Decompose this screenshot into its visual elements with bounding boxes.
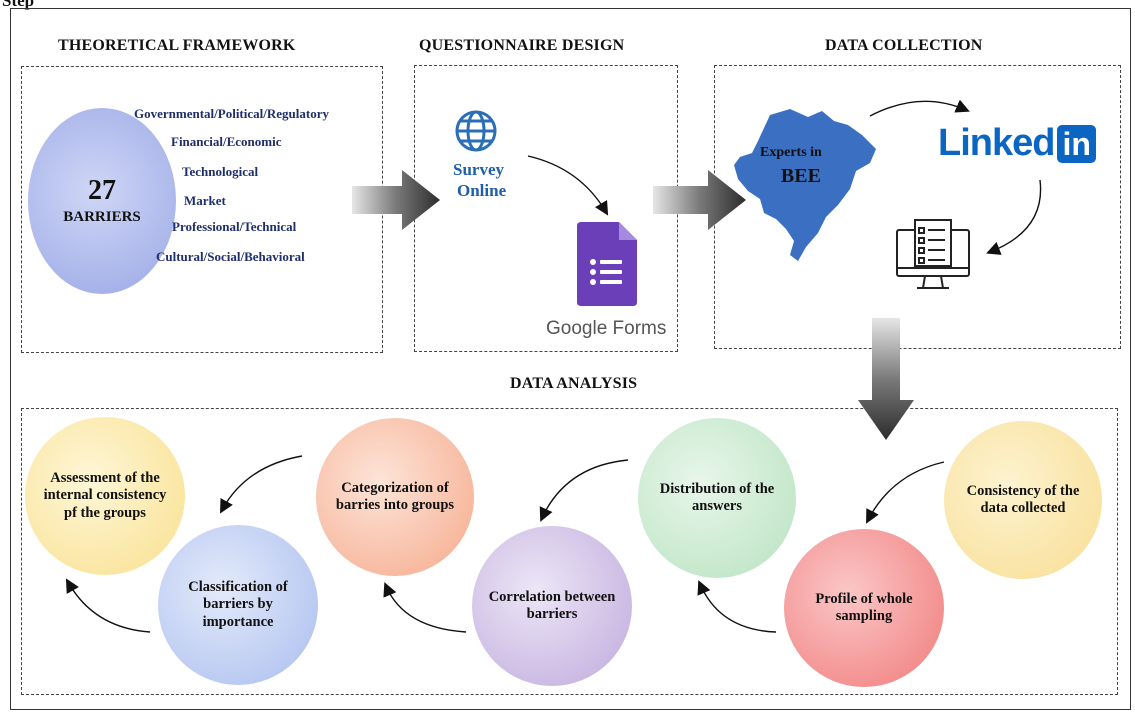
curve-arrow-a6 <box>65 578 151 633</box>
analysis-step-assessment: Assessment of the internal consistency p… <box>25 417 185 575</box>
analysis-step-consistency-label: Consistency of the data collected <box>966 482 1080 516</box>
analysis-step-profile-label: Profile of whole sampling <box>815 590 913 624</box>
category-financial: Financial/Economic <box>171 134 282 149</box>
analysis-step-classification-label: Classification of barriers by importance <box>188 578 288 630</box>
barriers-label: BARRIERS <box>63 209 141 226</box>
category-professional: Professional/Technical <box>172 219 297 234</box>
analysis-step-categorization-label: Categorization of barries into groups <box>335 479 455 513</box>
analysis-step-classification: Classification of barriers by importance <box>158 525 318 685</box>
linkedin-word: Linked <box>938 122 1055 164</box>
curve-arrow-a4 <box>383 582 467 633</box>
curve-arrow-linkedin-computer <box>986 179 1042 255</box>
curve-arrow-a1 <box>866 461 945 524</box>
survey-line-2: Online <box>457 181 507 201</box>
curve-arrow-a3 <box>539 459 629 522</box>
analysis-step-correlation: Correlation between barriers <box>472 526 632 686</box>
analysis-step-correlation-label: Correlation between barriers <box>488 588 616 622</box>
category-technological: Technological <box>182 164 259 179</box>
curve-arrow-a5 <box>219 455 303 514</box>
experts-label: Experts in BEE <box>760 145 822 188</box>
block-arrow-1 <box>352 170 440 230</box>
analysis-step-profile: Profile of whole sampling <box>784 529 944 687</box>
linkedin-logo: Linked in <box>938 122 1096 165</box>
analysis-step-distribution: Distribution of the answers <box>638 418 796 578</box>
survey-online-label: Survey Online <box>453 159 506 202</box>
linkedin-badge: in <box>1057 124 1096 163</box>
block-arrow-2 <box>653 170 746 230</box>
brazil-map-icon <box>734 109 876 261</box>
google-forms-label: Google Forms <box>546 318 667 339</box>
analysis-step-categorization: Categorization of barries into groups <box>316 418 474 576</box>
title-data-collection: DATA COLLECTION <box>825 37 983 54</box>
step-label-partial: Step <box>2 0 35 10</box>
category-market: Market <box>184 193 226 208</box>
title-data-analysis: DATA ANALYSIS <box>510 375 638 392</box>
experts-line-2: BEE <box>780 165 821 187</box>
barriers-count: 27 <box>88 174 116 206</box>
category-cultural: Cultural/Social/Behavioral <box>156 249 305 264</box>
block-arrow-3 <box>858 318 914 440</box>
curve-arrow-map-linkedin <box>869 99 970 117</box>
diagram-frame <box>10 8 1131 710</box>
survey-line-1: Survey <box>453 160 504 179</box>
computer-form-icon <box>896 219 970 289</box>
curve-arrow-survey-forms <box>527 155 609 216</box>
title-theoretical-framework: THEORETICAL FRAMEWORK <box>58 37 296 54</box>
box-data-analysis <box>21 408 1118 695</box>
category-governmental: Governmental/Political/Regulatory <box>134 106 329 121</box>
barriers-circle: 27 BARRIERS <box>28 108 176 294</box>
title-questionnaire-design: QUESTIONNAIRE DESIGN <box>419 37 625 54</box>
experts-line-1: Experts in <box>760 145 822 160</box>
analysis-step-assessment-label: Assessment of the internal consistency p… <box>43 469 167 521</box>
google-forms-icon <box>577 222 637 306</box>
analysis-step-consistency: Consistency of the data collected <box>944 421 1102 579</box>
globe-icon <box>455 110 497 152</box>
analysis-step-distribution-label: Distribution of the answers <box>659 480 775 514</box>
curve-arrow-a2 <box>697 580 777 633</box>
